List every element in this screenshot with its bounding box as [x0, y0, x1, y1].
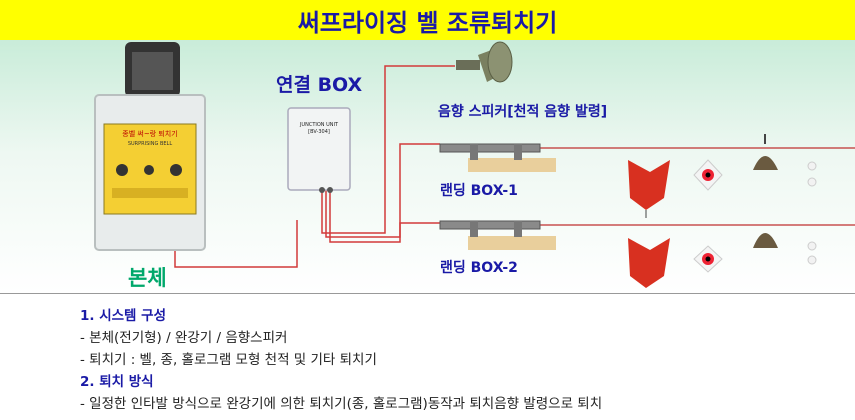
wire-lines: [540, 147, 855, 226]
hologram-eye: [693, 245, 723, 273]
section-1-line-1: - 본체(전기형) / 완강기 / 음향스피커: [80, 330, 288, 346]
page-title: 써프라이징 벨 조류퇴치기: [297, 8, 558, 37]
description: 1. 시스템 구성 - 본체(전기형) / 완강기 / 음향스피커 - 퇴치기 …: [80, 305, 602, 415]
landing-box-2-label: 랜딩 BOX-2: [440, 260, 518, 276]
junction-box: JUNCTION UNIT [BV-304]: [287, 107, 351, 193]
diagram-canvas: 종벨 써~랑 퇴치기 SURPRISING BELL JUNCTION UNIT…: [94, 41, 855, 288]
divider: [0, 293, 855, 294]
junction-unit-code: [BV-304]: [308, 129, 330, 135]
landing-box-1-label: 랜딩 BOX-1: [440, 183, 518, 199]
landing-box-2: [439, 220, 556, 250]
horn-speaker: [456, 41, 513, 83]
wiring: [174, 65, 455, 268]
owl-decoy: [628, 160, 670, 210]
landing-box-1: [439, 143, 556, 172]
main-unit: 종벨 써~랑 퇴치기 SURPRISING BELL: [94, 42, 206, 251]
bell: [753, 233, 778, 248]
speaker-label: 음향 스피커[천적 음향 발령]: [438, 104, 608, 120]
repellers-row-1: [628, 134, 817, 218]
title-bar: 써프라이징 벨 조류퇴치기: [0, 0, 855, 40]
hologram-eye: [693, 159, 723, 191]
owl-decoy: [628, 238, 670, 288]
junction-unit-label: JUNCTION UNIT: [299, 122, 339, 128]
repellers-row-2: [628, 233, 817, 288]
white-balls: [807, 241, 817, 265]
system-diagram: 종벨 써~랑 퇴치기 SURPRISING BELL JUNCTION UNIT…: [0, 40, 855, 293]
junction-box-label: 연결 BOX: [276, 74, 363, 96]
section-1-line-2: - 퇴치기 : 벨, 종, 홀로그램 모형 천적 및 기타 퇴치기: [80, 352, 377, 368]
panel-subtitle: SURPRISING BELL: [128, 141, 172, 147]
white-balls: [807, 161, 817, 187]
section-2-line-1: - 일정한 인타발 방식으로 완강기에 의한 퇴치기(종, 홀로그램)동작과 퇴…: [80, 396, 603, 412]
main-unit-label: 본체: [128, 266, 167, 290]
panel-title: 종벨 써~랑 퇴치기: [122, 129, 177, 138]
section-1-title: 1. 시스템 구성: [80, 308, 167, 324]
section-2-title: 2. 퇴치 방식: [80, 374, 154, 390]
bell: [753, 134, 778, 170]
